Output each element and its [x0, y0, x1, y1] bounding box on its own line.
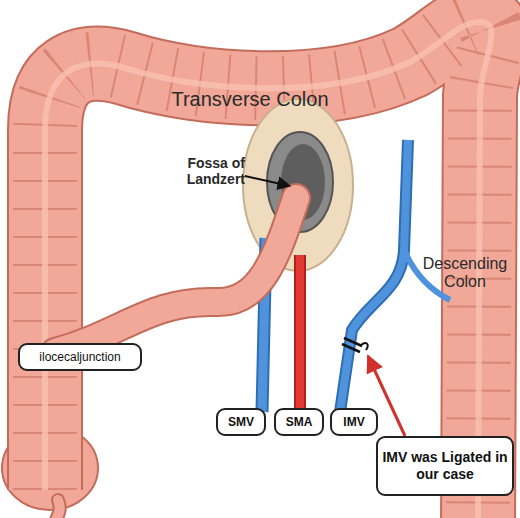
node-text: ilocecaljunction — [39, 350, 120, 364]
structure-label-box: ilocecaljunction — [18, 343, 142, 371]
node-text: IMV was Ligated in our case — [378, 449, 512, 483]
fossa-leader — [245, 176, 290, 186]
structure-label: Fossa of Landzert — [150, 155, 245, 187]
appendix — [56, 500, 60, 518]
vessel-label-box: SMA — [274, 408, 324, 436]
vessel-label-box: IMV — [330, 408, 378, 436]
structure-label: Descending Colon — [410, 255, 520, 292]
sma-vessel — [294, 255, 306, 412]
node-text: SMA — [286, 415, 313, 429]
ligature-knot — [360, 343, 368, 350]
vessel-label-box: SMV — [216, 408, 266, 436]
appendix-outline — [56, 500, 60, 518]
ligature — [342, 338, 368, 352]
node-text: SMV — [228, 415, 254, 429]
sma-vessel-inner — [296, 255, 304, 412]
small-intestine-outline — [55, 198, 296, 352]
structure-label: Transverse Colon — [150, 88, 350, 111]
small-intestine — [55, 198, 296, 352]
node-text: IMV — [343, 415, 364, 429]
ligature-ties — [342, 338, 362, 352]
callout-box: IMV was Ligated in our case — [376, 436, 514, 496]
